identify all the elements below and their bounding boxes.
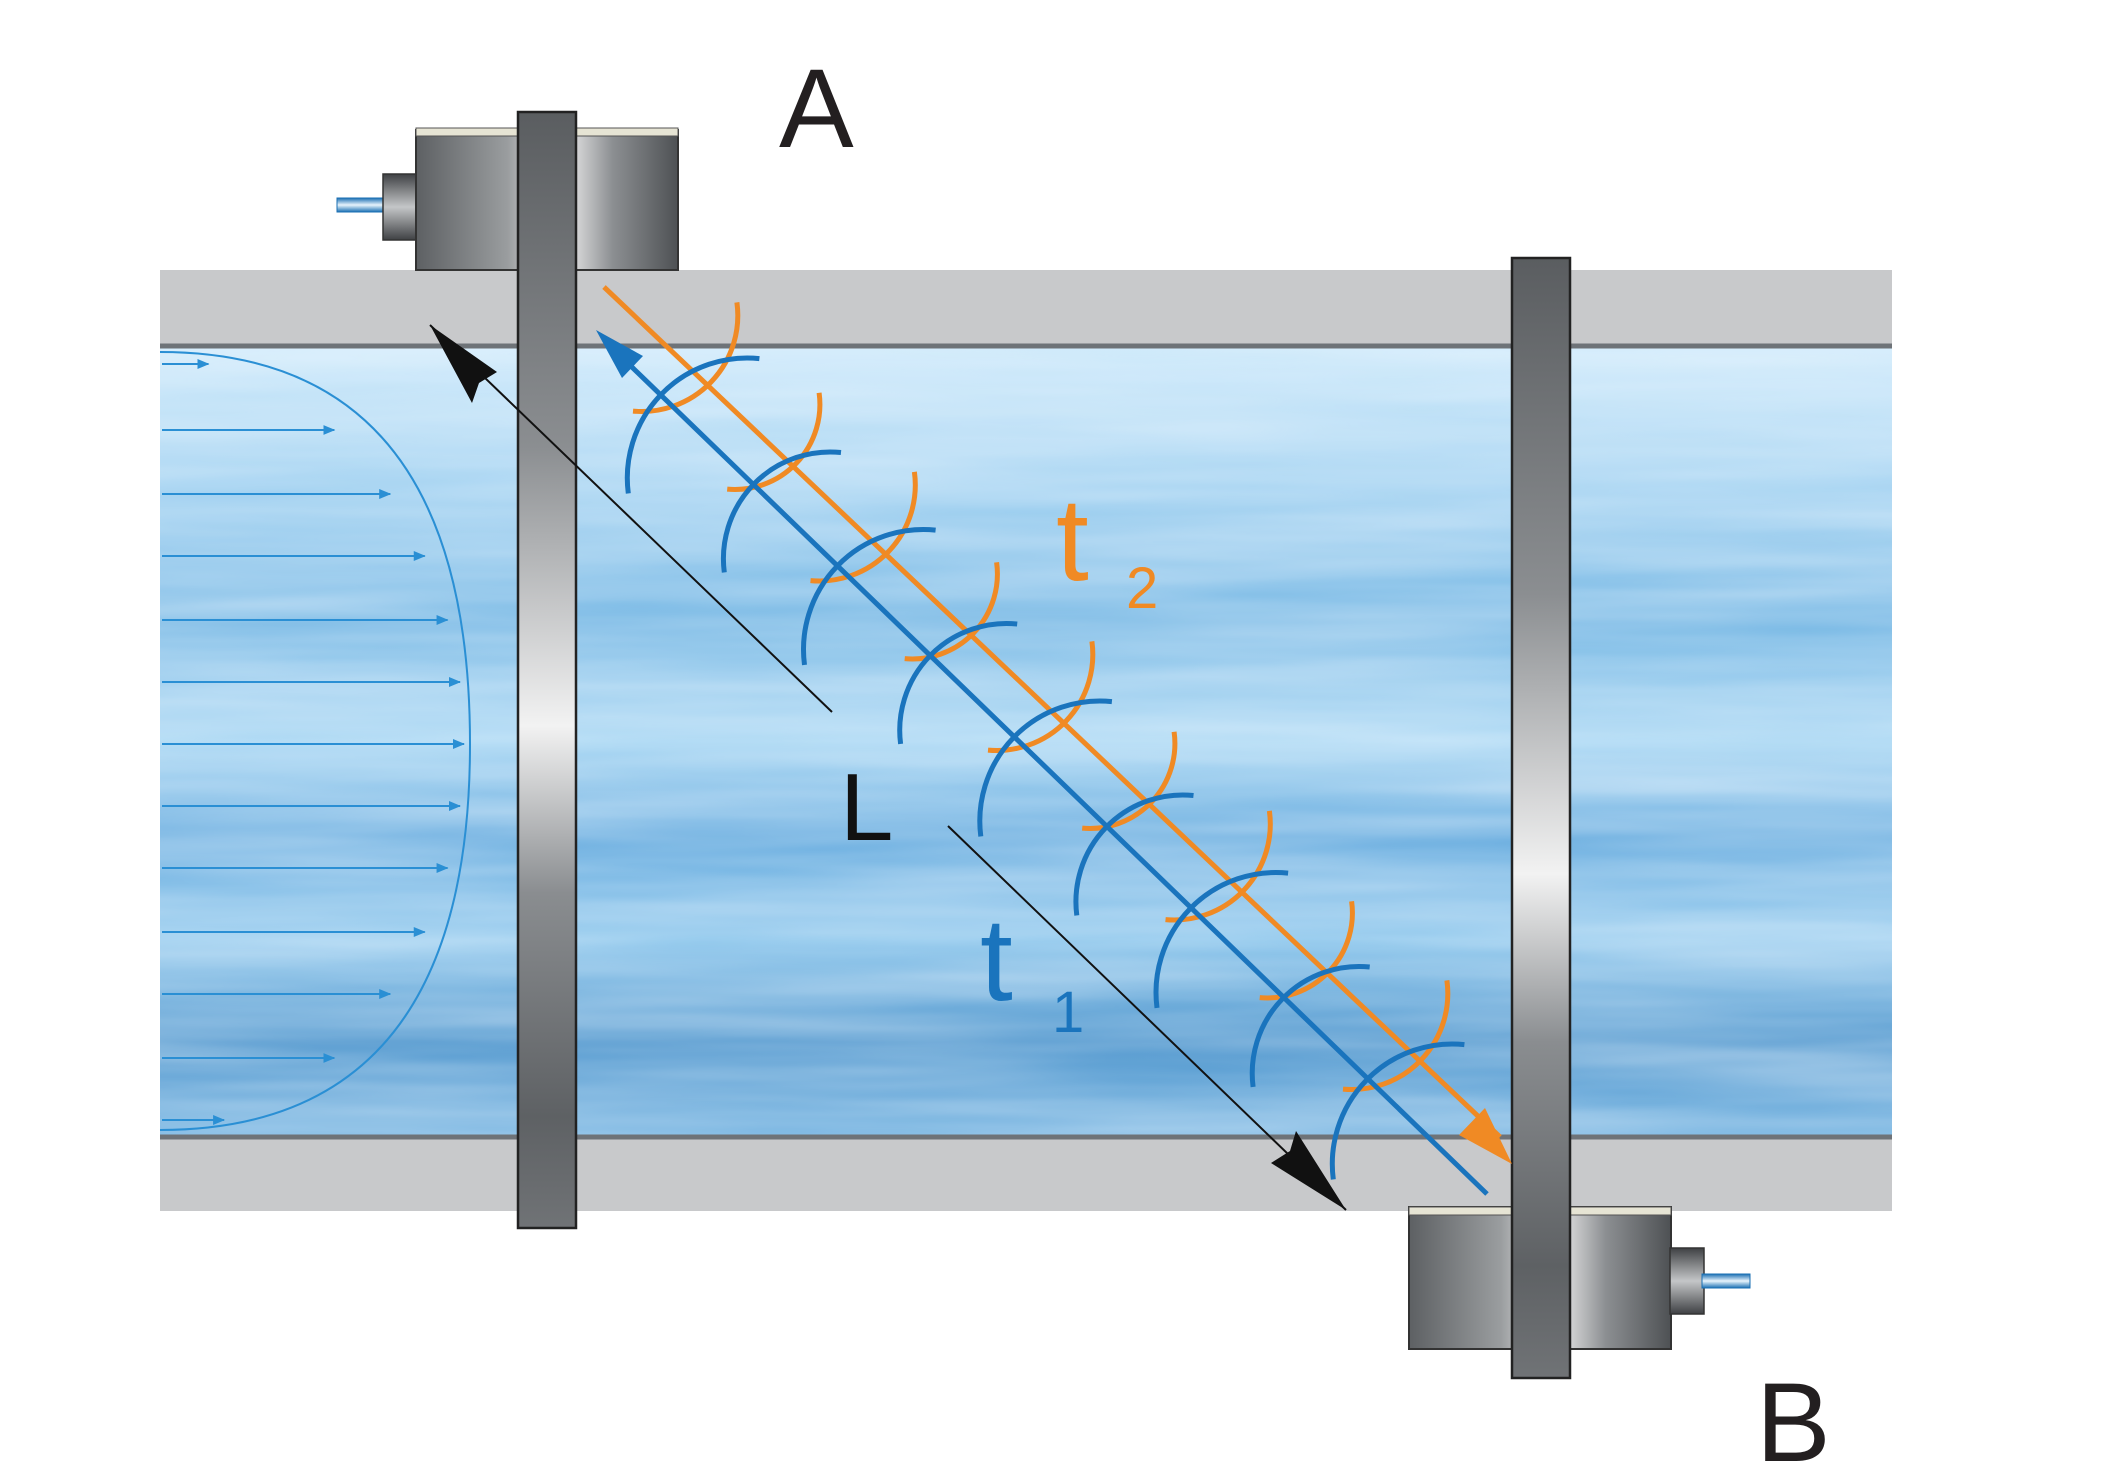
- dimension-line-upper: [429, 324, 833, 713]
- flow-profile: [159, 351, 472, 1131]
- dimension-arrowhead-lower: [1271, 1131, 1346, 1210]
- transducer-b-plug: [1669, 1247, 1705, 1315]
- transducer-a: [336, 127, 679, 271]
- signal-downstream-arrowhead: [1459, 1108, 1512, 1164]
- path-length-label: L: [840, 754, 893, 861]
- wavefront-arc: [801, 527, 936, 666]
- wavefront-arc: [632, 302, 741, 414]
- wavefront-arc: [720, 449, 842, 573]
- clamp-b: [1510, 256, 1572, 1380]
- signal-upstream: [596, 330, 1489, 1196]
- cable-connector-icon: [1701, 1273, 1751, 1289]
- pipe-wall-top: [160, 270, 1892, 346]
- transducer-a-plug: [382, 173, 418, 241]
- cable-connector-icon: [336, 197, 386, 213]
- wavefront-arc: [1329, 1041, 1465, 1180]
- wavefront-arc: [624, 355, 760, 494]
- wavefront-arc: [1342, 980, 1451, 1092]
- t2-subscript: 2: [1126, 556, 1158, 621]
- wavefront-arc: [987, 641, 1096, 753]
- signal-upstream-wavefronts: [624, 355, 1465, 1180]
- flow-profile-curve: [159, 351, 472, 1131]
- wavefront-arc: [1165, 810, 1273, 923]
- t1-label: t: [980, 894, 1013, 1026]
- wavefront-arc: [977, 698, 1113, 837]
- pipe-wall-bottom: [160, 1137, 1892, 1211]
- transducer-b-label: B: [1756, 1360, 1831, 1476]
- path-length-dimension: [429, 324, 1347, 1211]
- signal-downstream-wavefronts: [632, 302, 1451, 1092]
- wavefront-arc: [810, 471, 918, 584]
- t2-label: t: [1056, 474, 1089, 606]
- dimension-line-lower: [947, 825, 1347, 1211]
- clamp-a: [516, 110, 578, 1230]
- t1-subscript: 1: [1052, 980, 1084, 1045]
- fluid-streaks: [160, 346, 1892, 1137]
- dimension-arrowhead-upper: [430, 325, 497, 403]
- wavefront-arc: [1153, 870, 1289, 1009]
- wavefront-arc: [897, 620, 1018, 745]
- transducer-b: [1408, 1206, 1751, 1350]
- wavefront-arc: [1249, 963, 1370, 1088]
- pipe: [160, 270, 1892, 1211]
- transducer-a-label: A: [779, 46, 854, 171]
- signal-upstream-arrowhead: [596, 330, 643, 378]
- wavefront-arc: [1073, 792, 1194, 916]
